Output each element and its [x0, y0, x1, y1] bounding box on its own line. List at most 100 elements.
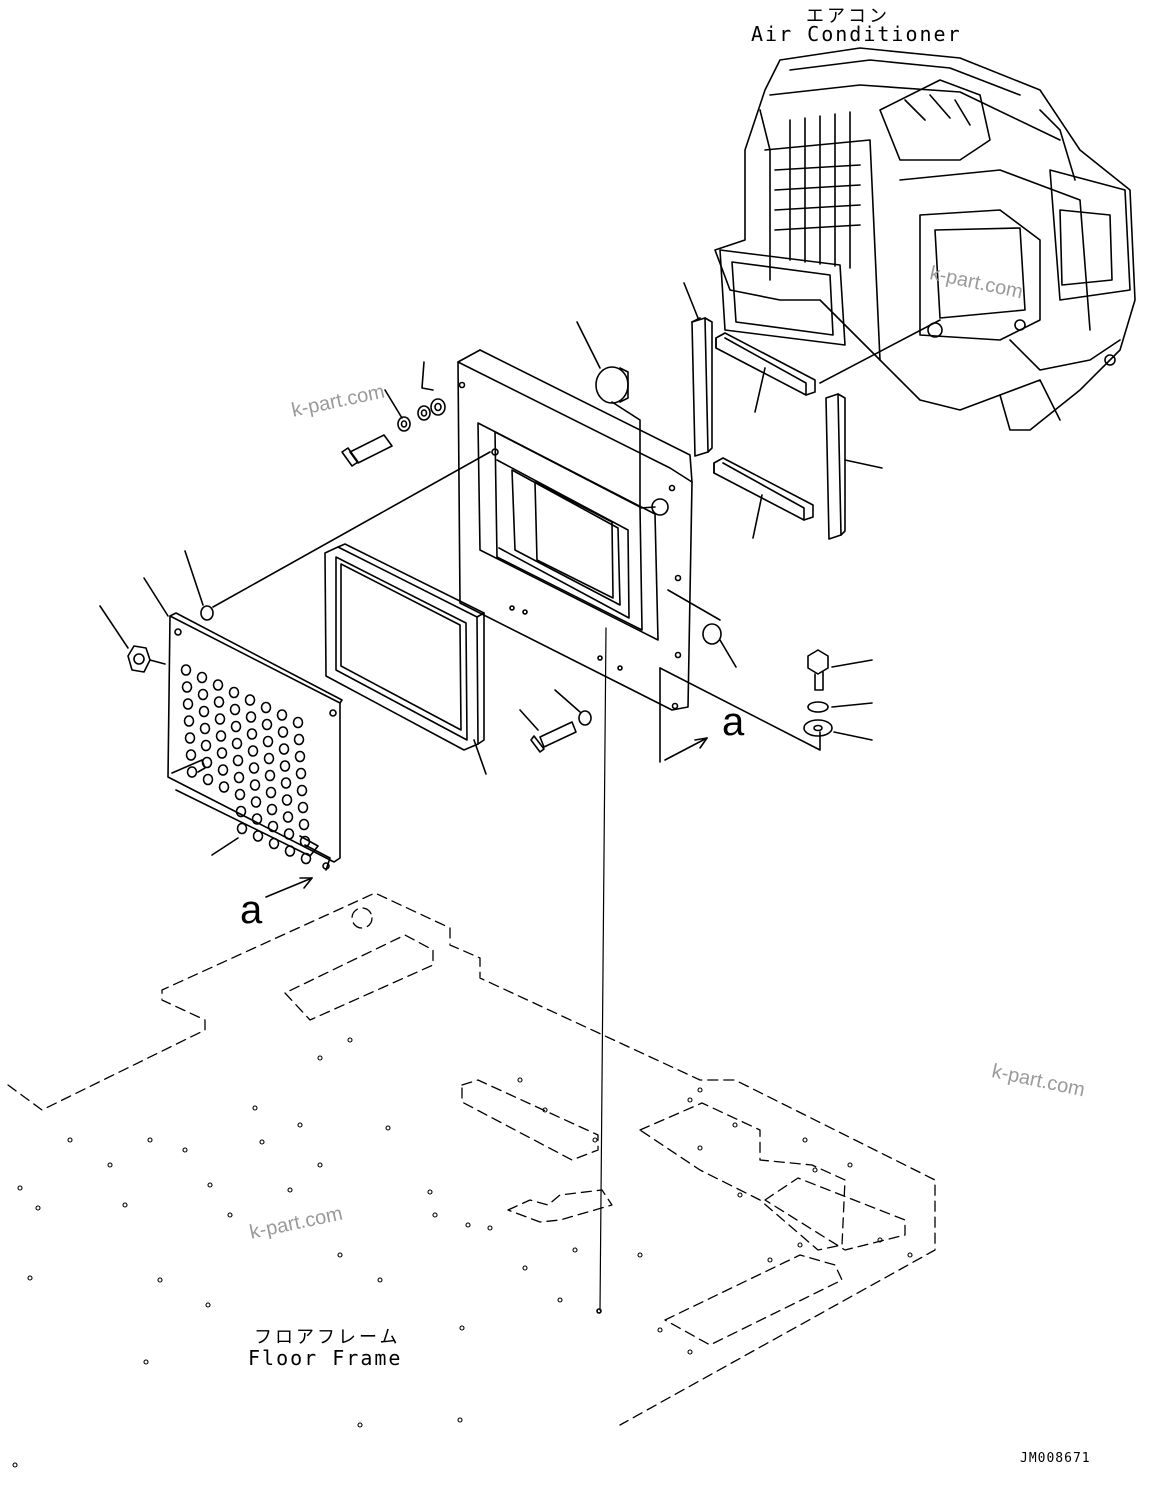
grille-hole [183, 715, 195, 727]
floor-hole [385, 1125, 391, 1131]
floor-hole [592, 1137, 598, 1143]
floor-frame-label-jp: フロアフレーム [254, 1327, 401, 1348]
grille-hole [251, 813, 263, 825]
grille-hole [185, 749, 197, 761]
grille-hole [267, 820, 279, 833]
floor-hole [107, 1162, 113, 1168]
dashed-alignment-lines [596, 319, 941, 1314]
grille-hole [236, 822, 248, 835]
floor-hole [143, 1359, 149, 1365]
floor-hole [259, 1139, 265, 1145]
floor-hole [337, 1252, 343, 1258]
grille-hole [200, 739, 212, 752]
floor-hole [737, 1192, 743, 1198]
grille-hole [213, 696, 225, 708]
floor-hole [357, 1422, 363, 1428]
floor-hole [122, 1202, 128, 1208]
grille-hole [229, 703, 241, 716]
floor-hole [812, 1167, 818, 1173]
floor-hole [287, 1187, 293, 1193]
floor-hole [459, 1325, 465, 1331]
floor-hole [732, 1122, 738, 1128]
floor-hole [227, 1212, 233, 1218]
air-conditioner-label-jp: エアコン [806, 6, 890, 27]
floor-hole [907, 1252, 913, 1258]
view-arrow-a-2 [265, 877, 313, 898]
view-reference-a-2: a [240, 888, 263, 932]
grille-hole [282, 811, 294, 823]
grille-hole [280, 777, 292, 789]
floor-hole [35, 1205, 41, 1211]
grille-hole [180, 664, 192, 676]
floor-hole [317, 1055, 323, 1061]
floor-hole [687, 1097, 693, 1103]
grille-hole [284, 845, 296, 857]
grille-hole [264, 769, 276, 782]
grille-hole [233, 771, 245, 784]
floor-hole [297, 1122, 303, 1128]
grille-hole [268, 837, 280, 850]
grille-hole [262, 735, 274, 748]
grille-hole [246, 728, 258, 740]
grille-hole [298, 818, 310, 831]
floor-hole [252, 1105, 258, 1111]
grille-hole [214, 713, 226, 725]
floor-hole [697, 1145, 703, 1151]
grille-hole [296, 784, 308, 797]
grille-hole [212, 679, 224, 691]
foam-strips [683, 282, 883, 540]
grille-hole [297, 801, 309, 814]
floor-hole [487, 1225, 493, 1231]
plug-cap [576, 321, 656, 509]
grille-hole [252, 830, 264, 842]
floor-hole [182, 1147, 188, 1153]
floor-frame [7, 892, 936, 1426]
grille-hole [281, 794, 293, 806]
floor-hole [687, 1349, 693, 1355]
grille-hole [247, 745, 259, 757]
small-plug [667, 589, 737, 668]
grille-hole [230, 720, 242, 733]
floor-hole [557, 1297, 563, 1303]
grille-washer [184, 451, 491, 621]
floor-hole [432, 1212, 438, 1218]
grille-hole [196, 671, 208, 684]
grille-hole [182, 698, 194, 710]
floor-hole [12, 1462, 18, 1468]
floor-hole [347, 1037, 353, 1043]
grille-hole [181, 681, 193, 693]
floor-mounting-holes [12, 1037, 913, 1468]
grille-hole [261, 718, 273, 731]
floor-hole [797, 1242, 803, 1248]
grille-hole [278, 743, 290, 755]
floor-hole [767, 1257, 773, 1263]
grille-hole [250, 796, 262, 808]
floor-hole [147, 1137, 153, 1143]
grille-hole [235, 805, 247, 818]
grille-hole [186, 766, 198, 778]
grille-hole [184, 732, 196, 744]
floor-hole [427, 1189, 433, 1195]
bolt-washers-top [341, 361, 446, 467]
grille-hole [228, 686, 240, 699]
floor-hole [207, 1182, 213, 1188]
grille-hole [300, 852, 312, 865]
floor-hole [637, 1252, 643, 1258]
floor-hole [17, 1185, 23, 1191]
grille-hole [283, 828, 295, 840]
grille-hole [299, 835, 311, 848]
floor-hole [517, 1077, 523, 1083]
grille-hole [199, 722, 211, 735]
floor-frame-label-en: Floor Frame [248, 1346, 403, 1370]
grille-hole [244, 694, 256, 706]
grille-holes [180, 664, 312, 865]
grille-hole [263, 752, 275, 765]
bolt-washer-right [803, 649, 873, 741]
grille-hole [202, 773, 214, 786]
grille-hole [231, 737, 243, 750]
grille-hole [245, 711, 257, 723]
floor-hole [877, 1237, 883, 1243]
grille-hole [276, 709, 288, 721]
floor-hole [465, 1222, 471, 1228]
floor-hole [157, 1277, 163, 1283]
